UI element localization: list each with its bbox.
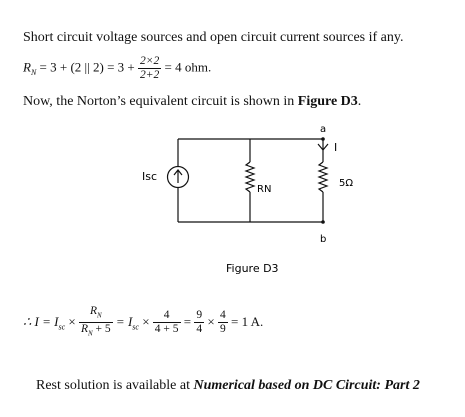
rn-expression: = 3 + (2 || 2) = 3 + — [36, 59, 138, 75]
final-f2-num: 4 — [152, 309, 181, 324]
instruction-line: Short circuit voltage sources and open c… — [23, 30, 403, 46]
rn-symbol: R — [23, 59, 31, 75]
final-f4-den: 9 — [219, 323, 226, 336]
final-eq2: = — [180, 313, 195, 329]
rn-subscript: N — [30, 68, 37, 78]
rest-solution-link[interactable]: Numerical based on DC Circuit: Part 2 — [193, 378, 420, 393]
final-f3-num: 9 — [194, 309, 205, 324]
final-f1-den-r: R — [80, 323, 88, 336]
final-f1-num-r: R — [89, 305, 97, 317]
load-resistor — [317, 161, 329, 193]
node-b-label: b — [320, 234, 326, 245]
isc-label: Isc — [142, 170, 157, 183]
current-i-label: I — [334, 141, 337, 154]
node-a-label: a — [320, 124, 326, 135]
final-f4-num: 4 — [217, 309, 228, 324]
current-source-arrow-head — [173, 169, 183, 176]
rn-fraction-num: 2×2 — [138, 55, 162, 69]
final-f3-den: 4 — [196, 323, 203, 336]
current-source-circle — [166, 165, 190, 189]
rest-solution-line: Rest solution is available at Numerical … — [36, 378, 420, 394]
instruction-text: Short circuit voltage sources and open c… — [23, 30, 404, 45]
final-times3: × — [204, 313, 218, 329]
final-eq1-sub: sc — [132, 322, 139, 332]
node-a-dot — [321, 137, 325, 141]
norton-text: Now, the Norton’s equivalent circuit is … — [23, 94, 298, 109]
final-result: = 1 A. — [227, 313, 264, 329]
final-f1-den-tail: + 5 — [92, 323, 111, 336]
current-i-arrow — [317, 143, 329, 151]
figure-ref: Figure D3 — [297, 94, 358, 109]
final-eq1: = I — [112, 313, 133, 329]
final-f1-den-sub: N — [88, 329, 93, 338]
rn-resistor — [244, 161, 256, 193]
load-5ohm-label: 5Ω — [339, 178, 353, 189]
rn-result: = 4 ohm. — [161, 59, 212, 75]
figure-caption: Figure D3 — [226, 262, 279, 275]
rest-solution-text: Rest solution is available at — [36, 378, 194, 393]
node-b-dot — [321, 220, 325, 224]
final-f1-num: RN — [78, 305, 113, 324]
final-f1-num-sub: N — [97, 311, 102, 320]
final-times: × — [65, 313, 79, 329]
final-i-isc: ∴ I = I — [23, 313, 59, 329]
norton-period: . — [357, 94, 362, 109]
rn-label: RN — [257, 184, 271, 195]
final-times2: × — [138, 313, 153, 329]
final-isc-sub: sc — [58, 322, 66, 332]
norton-line: Now, the Norton’s equivalent circuit is … — [23, 94, 361, 110]
final-f2-den: 4 + 5 — [154, 323, 179, 336]
final-f1-den: RN + 5 — [79, 323, 113, 340]
rn-fraction-den: 2+2 — [140, 69, 160, 81]
